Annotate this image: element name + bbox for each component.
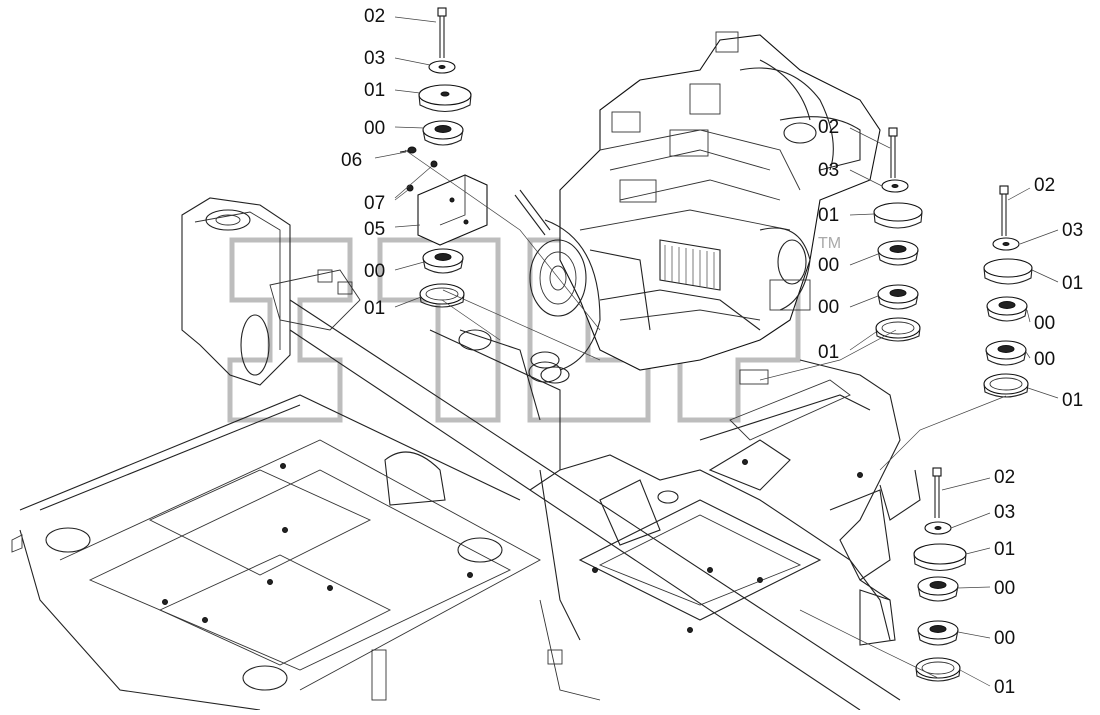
callout-label: 01 (818, 205, 839, 226)
callout-label: 00 (1034, 313, 1055, 334)
rubber-mount-part (422, 248, 464, 274)
rubber-mount-part (917, 620, 959, 646)
bolt-part (999, 185, 1009, 236)
callout-label: 00 (818, 255, 839, 276)
callout-label: 00 (818, 297, 839, 318)
mount-stack-right-upper (983, 185, 1033, 398)
bolt-part (437, 7, 447, 58)
callout-label: 00 (994, 628, 1015, 649)
callout-label: 02 (818, 117, 839, 138)
callout-label: 01 (994, 539, 1015, 560)
callout-label: 02 (994, 467, 1015, 488)
callout-leaders (374, 16, 1059, 687)
watermark-trademark: TM (818, 235, 841, 252)
cup-part (419, 283, 465, 308)
callout-label: 07 (364, 193, 385, 214)
callout-label: 03 (818, 160, 839, 181)
rubber-mount-part (877, 284, 919, 310)
plate-part (983, 258, 1033, 285)
bolt-part (888, 127, 898, 178)
callout-label: 06 (341, 150, 362, 171)
washer-part (881, 179, 909, 193)
small-bolt-part (399, 146, 438, 192)
washer-part (924, 521, 952, 535)
callout-label: 03 (994, 502, 1015, 523)
rubber-mount-part (917, 576, 959, 602)
rubber-mount-part (422, 120, 464, 146)
plate-part (913, 543, 967, 572)
bolt-part (932, 467, 942, 518)
chassis-frame (11, 197, 921, 711)
callout-label: 05 (364, 219, 385, 240)
callout-label: 02 (1034, 175, 1055, 196)
rubber-mount-part (985, 340, 1027, 366)
washer-part (428, 60, 456, 74)
rubber-mount-part (877, 240, 919, 266)
rubber-mount-part (986, 296, 1028, 322)
callout-label: 00 (364, 261, 385, 282)
callout-label: 02 (364, 6, 385, 27)
cup-part (875, 317, 921, 342)
callout-label: 01 (1062, 390, 1083, 411)
cup-part (983, 373, 1029, 398)
callout-label: 03 (364, 48, 385, 69)
bracket-part (417, 174, 488, 246)
callout-label: 01 (364, 80, 385, 101)
callout-label: 01 (1062, 273, 1083, 294)
callout-label: 01 (818, 342, 839, 363)
callout-label: 01 (364, 298, 385, 319)
callout-label: 01 (994, 677, 1015, 698)
mount-stack-left (399, 7, 488, 308)
callout-label: 00 (994, 578, 1015, 599)
washer-part (992, 237, 1020, 251)
plate-part (418, 84, 472, 113)
mount-stack-right-lower (913, 467, 967, 682)
mount-stack-center (873, 127, 923, 342)
callout-label: 00 (1034, 349, 1055, 370)
callout-label: 00 (364, 118, 385, 139)
callout-label: 03 (1062, 220, 1083, 241)
callout-labels: 02 03 01 00 06 07 05 00 01 02 03 01 00 0… (341, 6, 1083, 698)
cup-part (915, 657, 961, 682)
plate-part (873, 202, 923, 229)
assembly-lines (404, 149, 1007, 679)
